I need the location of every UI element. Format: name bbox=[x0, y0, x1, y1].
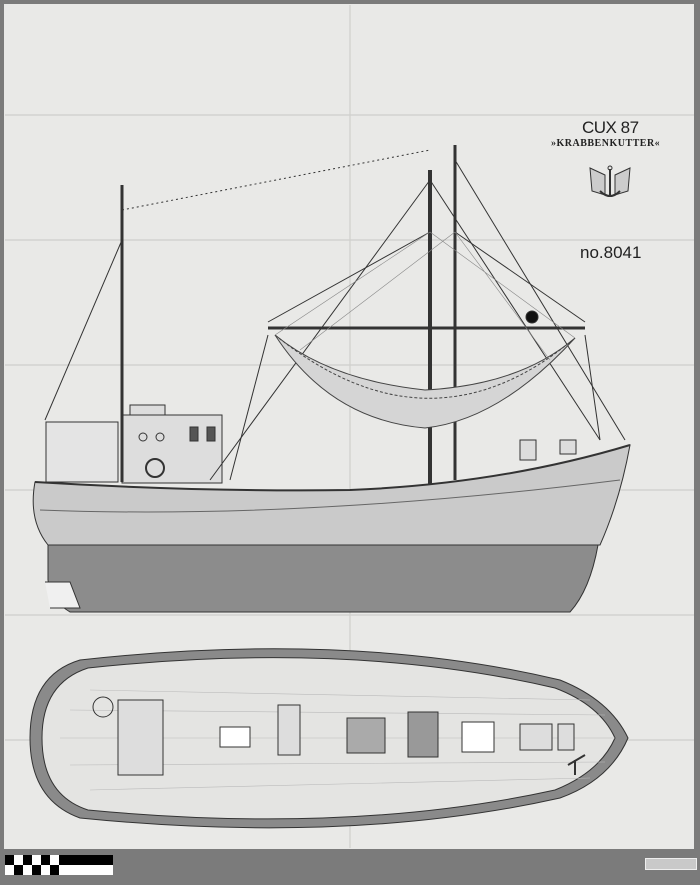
anchor-crest-icon bbox=[589, 165, 631, 197]
side-view bbox=[32, 145, 631, 613]
trawl-net bbox=[274, 334, 576, 429]
hull-lower bbox=[47, 544, 599, 613]
catalog-number: no.8041 bbox=[580, 243, 642, 262]
deck-plan bbox=[29, 648, 629, 829]
checkerboard-scale-bar bbox=[5, 855, 113, 875]
model-subtitle: »KRABBENKUTTER« bbox=[551, 138, 661, 149]
wheelhouse bbox=[121, 414, 223, 484]
inventory-label bbox=[645, 858, 697, 870]
model-name: CUX 87 bbox=[582, 118, 639, 137]
